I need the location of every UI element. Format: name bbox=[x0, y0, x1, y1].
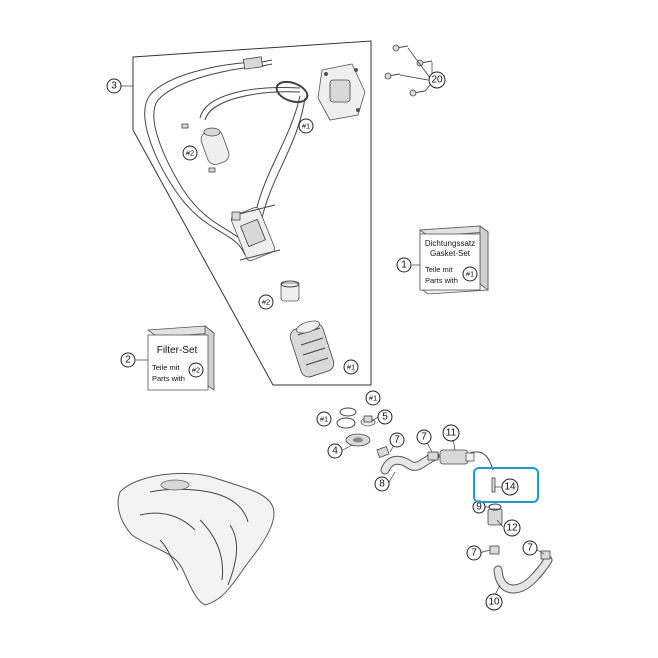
callout-14: 14 bbox=[501, 478, 519, 496]
callout-7c: 7 bbox=[466, 545, 482, 561]
callout-8-label: 8 bbox=[379, 479, 385, 490]
bolts bbox=[384, 44, 433, 97]
callout-ref2-top: #2 bbox=[182, 145, 198, 161]
callout-12: 12 bbox=[503, 519, 521, 537]
callout-14-label: 14 bbox=[504, 482, 516, 493]
gasket-box-ref: #1 bbox=[466, 270, 474, 279]
callout-12-label: 12 bbox=[506, 523, 518, 534]
callout-ref1-right: #1 bbox=[365, 390, 381, 406]
filter-box-line1: Teile mit bbox=[152, 363, 180, 372]
callout-7d: 7 bbox=[522, 540, 538, 556]
callout-ref1-left: #1 bbox=[316, 411, 332, 427]
callout-5-label: 5 bbox=[382, 412, 388, 423]
seal-ring bbox=[275, 80, 309, 104]
pump-flange-connector bbox=[317, 63, 366, 121]
pump-body bbox=[230, 204, 281, 262]
callout-11-label: 11 bbox=[446, 428, 457, 439]
selected-part-highlight[interactable] bbox=[473, 467, 539, 503]
callout-2: 2 bbox=[120, 352, 136, 368]
callout-20: 20 bbox=[428, 71, 446, 89]
callout-11: 11 bbox=[442, 424, 460, 442]
callout-ref1-pump-label: #1 bbox=[347, 363, 355, 372]
callout-7a-label: 7 bbox=[394, 435, 400, 446]
gasket-box-line2: Gasket-Set bbox=[430, 249, 471, 258]
gasket-box-line4: Parts with bbox=[425, 276, 458, 285]
callout-ref2-mid: #2 bbox=[258, 294, 274, 310]
callout-10: 10 bbox=[485, 593, 503, 611]
callout-ref2-top-label: #2 bbox=[186, 149, 194, 158]
wiring-harness bbox=[144, 56, 306, 256]
callout-4: 4 bbox=[327, 443, 343, 459]
pressure-regulator bbox=[181, 123, 230, 173]
fuel-tank bbox=[117, 472, 275, 606]
filter-box-ref: #2 bbox=[192, 366, 200, 375]
callout-1: 1 bbox=[396, 257, 412, 273]
gasket-set-box: Dichtungssatz Gasket-Set Teile mit Parts… bbox=[418, 225, 490, 295]
callout-ref1-pump: #1 bbox=[343, 359, 359, 375]
callout-ref2-mid-label: #2 bbox=[262, 298, 270, 307]
filter-box-line2: Parts with bbox=[152, 374, 185, 383]
filter-box-title: Filter-Set bbox=[157, 345, 198, 356]
callout-8: 8 bbox=[374, 476, 390, 492]
callout-7c-label: 7 bbox=[471, 548, 477, 559]
gasket-box-line1: Dichtungssatz bbox=[425, 239, 475, 248]
callout-9-label: 9 bbox=[476, 502, 482, 513]
callout-7d-label: 7 bbox=[527, 543, 533, 554]
filter-set-box: Filter-Set Teile mit Parts with #2 bbox=[146, 325, 216, 391]
callout-5: 5 bbox=[377, 409, 393, 425]
callout-ref1-left-label: #1 bbox=[320, 415, 328, 424]
callout-ref1-top-label: #1 bbox=[302, 122, 310, 131]
callout-7a: 7 bbox=[389, 432, 405, 448]
gasket-parts bbox=[336, 407, 376, 447]
callout-2-label: 2 bbox=[125, 355, 131, 366]
hose-fittings bbox=[376, 446, 553, 594]
callout-3: 3 bbox=[106, 78, 122, 94]
callout-20-label: 20 bbox=[431, 75, 443, 86]
callout-7b-label: 7 bbox=[421, 432, 427, 443]
gasket-box-line3: Teile mit bbox=[425, 265, 453, 274]
callout-ref1-right-label: #1 bbox=[369, 394, 377, 403]
callout-4-label: 4 bbox=[332, 446, 338, 457]
callout-10-label: 10 bbox=[488, 597, 500, 608]
fuel-filter bbox=[289, 320, 335, 378]
callout-3-label: 3 bbox=[111, 81, 117, 92]
callout-1-label: 1 bbox=[401, 260, 407, 271]
callout-ref1-top: #1 bbox=[298, 118, 314, 134]
callout-7b: 7 bbox=[416, 429, 432, 445]
filter-sleeve bbox=[280, 280, 300, 302]
